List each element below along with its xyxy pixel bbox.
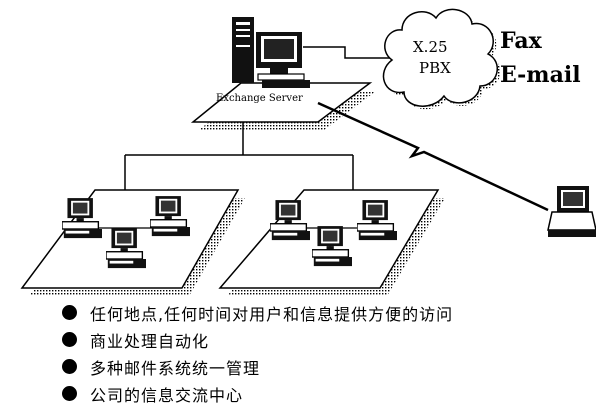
cloud-label-x25: X.25: [413, 38, 448, 56]
feature-item: 多种邮件系统统一管理: [62, 353, 453, 380]
network-lines: [125, 122, 353, 198]
email-label: E-mail: [500, 62, 581, 88]
bullet-icon: [62, 332, 77, 347]
bullet-icon: [62, 305, 77, 320]
server-platform: [193, 83, 376, 130]
feature-item: 公司的信息交流中心: [62, 380, 453, 407]
network-diagram: Exchange Server X.25 PBX Fax E-mail: [0, 0, 596, 300]
feature-item: 商业处理自动化: [62, 326, 453, 353]
remote-laptop-icon: [548, 186, 596, 237]
exchange-server-label: Exchange Server: [216, 93, 303, 104]
feature-text: 多种邮件系统统一管理: [90, 355, 260, 379]
fax-label: Fax: [500, 28, 543, 54]
feature-text: 商业处理自动化: [90, 328, 209, 352]
bullet-icon: [62, 359, 77, 374]
feature-item: 任何地点,任何时间对用户和信息提供方便的访问: [62, 299, 453, 326]
feature-text: 任何地点,任何时间对用户和信息提供方便的访问: [90, 301, 453, 325]
server-cloud-link: [303, 47, 390, 58]
feature-list: 任何地点,任何时间对用户和信息提供方便的访问 商业处理自动化 多种邮件系统统一管…: [62, 299, 453, 407]
exchange-server-icon: [232, 17, 310, 88]
feature-text: 公司的信息交流中心: [90, 382, 243, 406]
bullet-icon: [62, 386, 77, 401]
cloud-label-pbx: PBX: [419, 59, 451, 77]
